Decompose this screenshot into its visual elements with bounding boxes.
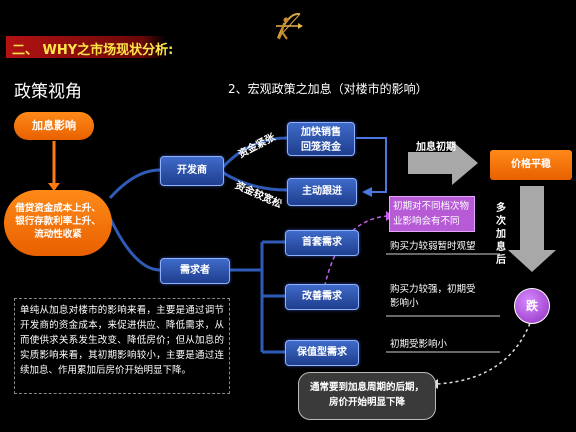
connector-demand-branches — [228, 240, 285, 354]
early-hike-label: 加息初期 — [416, 142, 456, 153]
sales-cash-node: 加快销售 回笼资金 — [287, 122, 355, 156]
value-effect: 初期受影响小 — [390, 339, 448, 350]
differing-impact-box: 初期对不同档次物 业影响会有不同 — [389, 196, 475, 232]
developer-node: 开发商 — [160, 156, 224, 186]
after-multi-label: 多 次 加 息 后 — [496, 203, 506, 266]
section-banner: 二、 WHY之市场现状分析: — [6, 36, 173, 58]
summary-text: 单纯从加息对楼市的影响来看，主要是通过调节开发商的资金成本，来促进供应、降低需求… — [20, 305, 224, 376]
multi-hike-arrow — [508, 186, 556, 272]
conclusion-box: 通常要到加息周期的后期， 房价开始明显下降 — [298, 372, 436, 420]
connector-cost-developer — [108, 168, 161, 199]
conclusion-text: 通常要到加息周期的后期， 房价开始明显下降 — [309, 382, 424, 408]
first-home-node: 首套需求 — [285, 230, 359, 256]
summary-box: 单纯从加息对楼市的影响来看，主要是通过调节开发商的资金成本，来促进供应、降低需求… — [14, 298, 230, 394]
effect-lines — [386, 253, 500, 353]
value-keep-node: 保值型需求 — [285, 340, 359, 366]
fall-to-conclusion-line — [435, 317, 533, 385]
price-balance-node: 价格平稳 — [490, 150, 572, 180]
archer-logo-icon — [270, 8, 306, 44]
borrowing-cost-node: 借贷资金成本上升、 银行存款利率上升、 流动性收紧 — [4, 190, 112, 256]
connector-cost-demand — [108, 217, 161, 272]
differing-impact-text: 初期对不同档次物 业影响会有不同 — [393, 201, 470, 227]
first-home-effect: 购买力较弱暂时观望 — [390, 241, 476, 252]
fall-label: 跌 — [525, 299, 538, 313]
upgrade-node: 改善需求 — [285, 284, 359, 310]
connector-developer-follow — [221, 170, 288, 192]
upgrade-effect: 购买力较强，初期受 影响小 — [390, 284, 476, 309]
fall-node: 跌 — [514, 288, 550, 324]
left-heading: 政策视角 — [14, 82, 82, 102]
connector-bracket — [356, 137, 387, 193]
section-title: 二、 WHY之市场现状分析: — [12, 43, 174, 58]
demand-node: 需求者 — [160, 258, 230, 284]
take-initiative-node: 主动跟进 — [287, 178, 357, 206]
rate-hike-node: 加息影响 — [14, 112, 94, 140]
connector-developer-sales — [220, 136, 288, 170]
page-subtitle: 2、宏观政策之加息（对楼市的影响） — [228, 82, 428, 96]
early-hike-arrow — [408, 141, 478, 185]
